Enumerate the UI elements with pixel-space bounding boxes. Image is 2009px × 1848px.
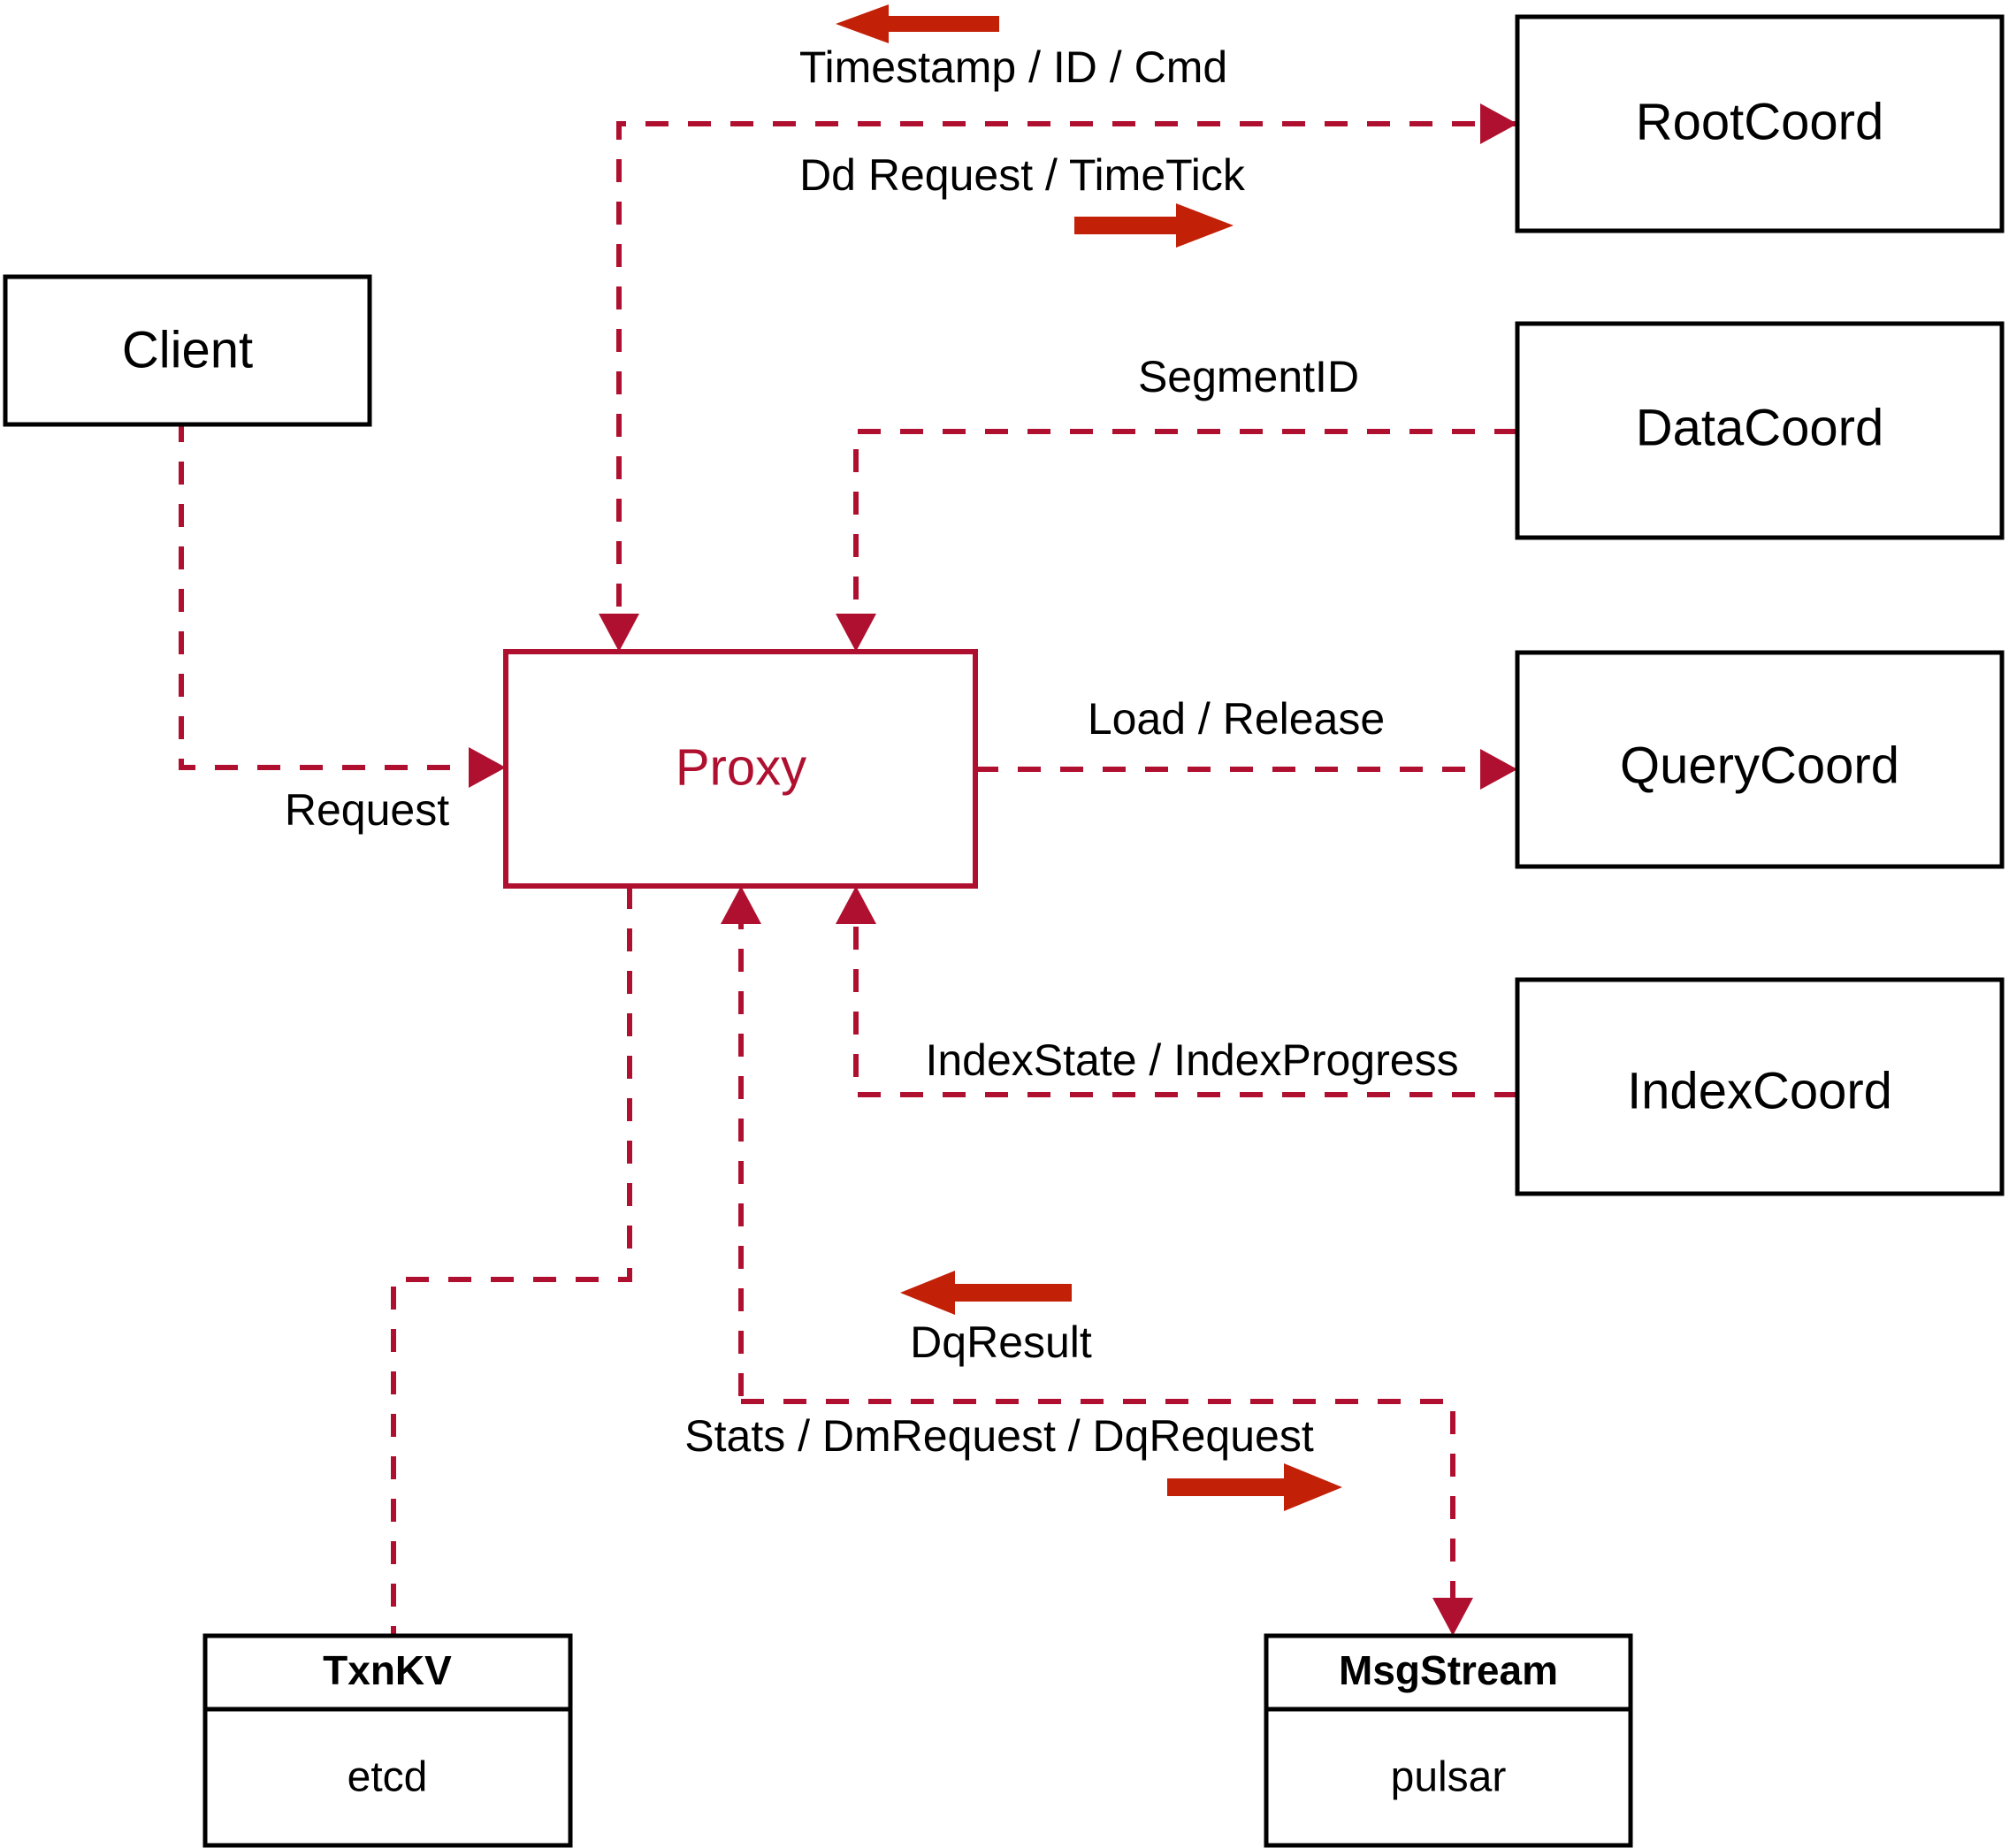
node-querycoord[interactable]: QueryCoord [1515,650,2005,869]
node-rootcoord-box[interactable] [1515,14,2005,233]
edge-rootcoord-to-proxy-arrowhead [599,614,639,652]
edge-msgstream-to-proxy-arrowhead [721,886,761,924]
node-indexcoord-label: IndexCoord [1627,1062,1892,1119]
node-msgstream-box[interactable] [1264,1633,1633,1848]
edge-client-to-proxy-line [179,292,491,770]
edge-proxy-to-querycoord-arrowhead [1480,749,1517,790]
edge-indexcoord-to-proxy-line [853,906,1517,1097]
edge-rootcoord-to-proxy [599,121,1517,652]
edge-label-dd-request-timetick: Dd Request / TimeTick [799,150,1246,200]
edge-proxy-to-rootcoord-arrowhead [1480,103,1517,144]
edge-msgstream-to-proxy [721,886,761,1401]
edge-label-request: Request [285,785,449,835]
edge-label-dqresult: DqResult [910,1317,1092,1367]
edge-proxy-to-querycoord [975,749,1517,790]
node-client-box[interactable] [3,274,372,427]
direction-arrow-right-dqrequest [1167,1463,1342,1511]
node-txnkv-header-label: TxnKV [323,1647,452,1693]
arrow-left-dqresult-glyph [900,1271,1072,1315]
node-txnkv-box[interactable] [202,1633,573,1848]
edge-label-load-release: Load / Release [1088,694,1385,744]
node-datacoord-box[interactable] [1515,321,2005,540]
edge-datacoord-to-proxy-arrowhead [836,614,876,652]
edge-proxy-to-txnkv [391,886,632,1636]
node-txnkv-body-label: etcd [348,1754,428,1801]
node-datacoord-label: DataCoord [1636,399,1883,456]
node-client-label: Client [122,321,253,378]
node-rootcoord[interactable]: RootCoord [1515,14,2005,233]
edge-proxy-to-txnkv-line [391,886,632,1636]
node-indexcoord[interactable]: IndexCoord [1515,977,2005,1196]
node-indexcoord-box[interactable] [1515,977,2005,1196]
node-proxy-box[interactable] [503,649,978,889]
edge-label-indexstate-indexprogress: IndexState / IndexProgress [925,1035,1458,1085]
node-querycoord-label: QueryCoord [1620,737,1899,794]
arrow-left-glyph [836,4,999,43]
edge-datacoord-to-proxy-line [853,429,1517,630]
node-proxy[interactable]: Proxy [503,649,978,889]
node-msgstream-header-label: MsgStream [1339,1647,1558,1693]
arrow-right-dqrequest-glyph [1167,1463,1342,1511]
edge-client-to-proxy-arrowhead [469,747,506,788]
edge-proxy-to-msgstream-line [741,1399,1455,1615]
node-msgstream-body-label: pulsar [1391,1754,1507,1801]
node-client[interactable]: Client [3,274,372,427]
edge-rootcoord-to-proxy-line [616,121,1517,630]
direction-arrow-left-dqresult [900,1271,1072,1315]
edge-proxy-to-msgstream-arrowhead [1432,1598,1473,1636]
edge-indexcoord-to-proxy-arrowhead [836,886,876,924]
node-querycoord-box[interactable] [1515,650,2005,869]
node-msgstream[interactable]: MsgStream pulsar [1264,1633,1633,1848]
direction-arrow-right-ddrequest [1074,203,1234,248]
edge-label-timestamp-id-cmd: Timestamp / ID / Cmd [799,42,1227,92]
edge-proxy-to-msgstream [741,1399,1473,1636]
node-txnkv[interactable]: TxnKV etcd [202,1633,573,1848]
edge-label-segmentid: SegmentID [1138,352,1359,401]
edge-indexcoord-to-proxy [836,886,1517,1097]
edge-proxy-to-rootcoord [1480,103,1517,144]
edge-client-to-proxy [179,292,506,788]
node-datacoord[interactable]: DataCoord [1515,321,2005,540]
edge-datacoord-to-proxy [836,429,1517,652]
direction-arrow-left-timestamp [836,4,999,43]
node-proxy-label: Proxy [676,738,806,796]
node-rootcoord-label: RootCoord [1636,93,1883,150]
edge-label-stats-dmrequest-dqrequest: Stats / DmRequest / DqRequest [684,1411,1314,1461]
arrow-right-glyph [1074,203,1234,248]
